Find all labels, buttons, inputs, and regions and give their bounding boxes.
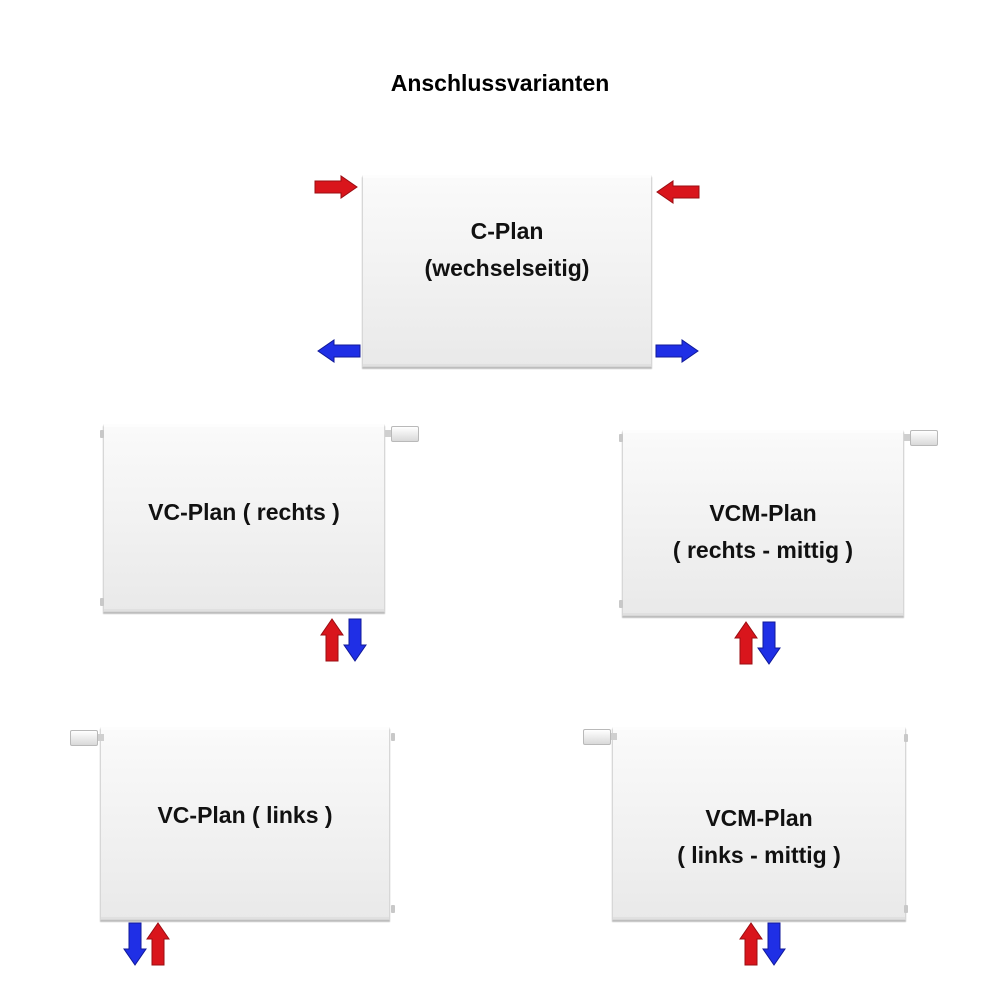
panel-c-plan: C-Plan (wechselseitig)	[362, 175, 652, 367]
return-supply-arrows-icon	[123, 922, 170, 966]
panel-vcm-links-line1: VCM-Plan	[705, 805, 813, 831]
bleed-plug-icon	[100, 598, 104, 606]
panel-vcm-links: VCM-Plan ( links - mittig )	[612, 727, 906, 920]
panel-vcm-rechts: VCM-Plan ( rechts - mittig )	[622, 430, 904, 616]
panel-vc-rechts-line1: VC-Plan ( rechts )	[148, 499, 340, 525]
thermostat-valve-icon	[70, 730, 104, 746]
panel-c-plan-line2: (wechselseitig)	[424, 255, 590, 281]
panel-vcm-links-line2: ( links - mittig )	[677, 842, 841, 868]
panel-vcm-rechts-line1: VCM-Plan	[709, 500, 817, 526]
panel-vc-links: VC-Plan ( links )	[100, 727, 390, 920]
thermostat-valve-icon	[904, 430, 938, 446]
bleed-plug-icon	[391, 733, 395, 741]
bleed-plug-icon	[619, 600, 623, 608]
supply-return-arrows-icon	[320, 618, 367, 662]
panel-vcm-rechts-line2: ( rechts - mittig )	[672, 537, 854, 563]
panel-vc-rechts: VC-Plan ( rechts )	[103, 424, 385, 612]
bleed-plug-icon	[904, 734, 908, 742]
page-title: Anschlussvarianten	[390, 70, 610, 96]
panel-vc-links-line1: VC-Plan ( links )	[157, 802, 333, 828]
bleed-plug-icon	[100, 430, 104, 438]
return-arrow-left-icon	[317, 339, 361, 363]
return-arrow-right-icon	[655, 339, 699, 363]
panel-c-plan-line1: C-Plan	[470, 218, 544, 244]
bleed-plug-icon	[904, 905, 908, 913]
bleed-plug-icon	[391, 905, 395, 913]
thermostat-valve-icon	[385, 426, 419, 442]
thermostat-valve-icon	[583, 729, 617, 745]
bleed-plug-icon	[619, 434, 623, 442]
supply-return-arrows-icon	[734, 621, 781, 665]
supply-return-arrows-icon	[739, 922, 786, 966]
supply-arrow-left-icon	[656, 180, 700, 204]
supply-arrow-right-icon	[314, 175, 358, 199]
